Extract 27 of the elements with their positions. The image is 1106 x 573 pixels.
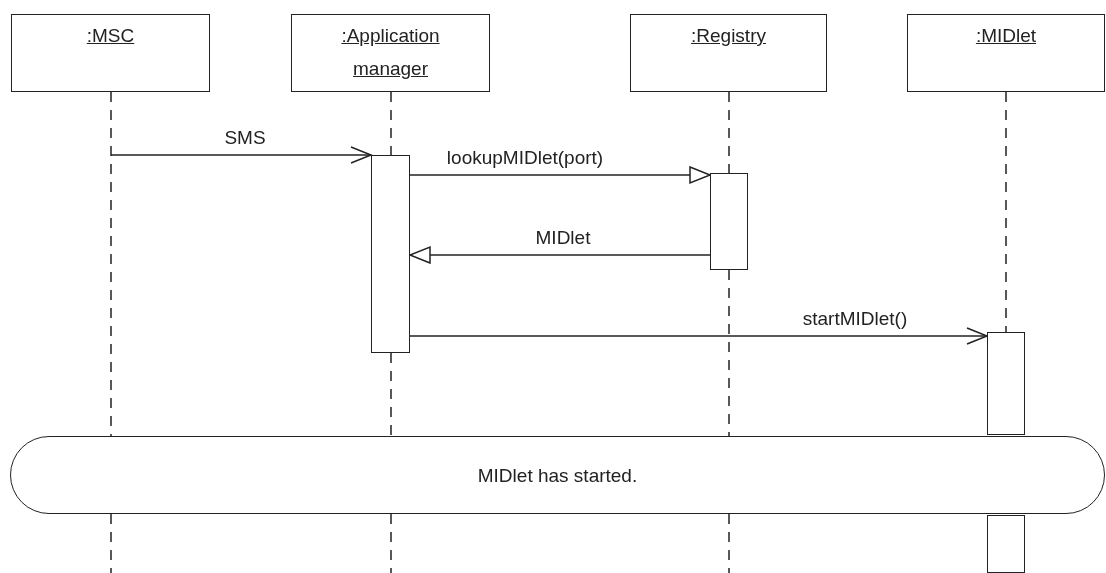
lifeline [390,91,392,156]
lifeline [728,269,730,437]
activation-bar [987,515,1025,573]
lifeline [390,352,392,437]
message-arrow [409,246,711,264]
message-arrow [110,146,372,164]
lifeline [110,91,112,437]
lifeline-name: :Application manager [340,24,441,81]
message-arrow [409,166,711,184]
state-text: MIDlet has started. [477,463,638,488]
lifeline [728,513,730,573]
activation-bar [710,173,748,270]
lifeline-head-box [291,14,490,92]
lifeline [1005,91,1007,333]
lifeline-head-box [907,14,1105,92]
lifeline [728,91,730,174]
activation-bar [371,155,410,353]
activation-bar [987,332,1025,435]
lifeline-head-box [11,14,210,92]
lifeline [390,513,392,573]
lifeline-name: :MIDlet [975,24,1037,48]
state-box [10,436,1105,514]
lifeline-name: :MSC [86,24,135,48]
lifeline-name: :Registry [691,24,766,48]
lifeline-head-box [630,14,827,92]
message-arrow [409,327,988,345]
lifeline [110,513,112,573]
